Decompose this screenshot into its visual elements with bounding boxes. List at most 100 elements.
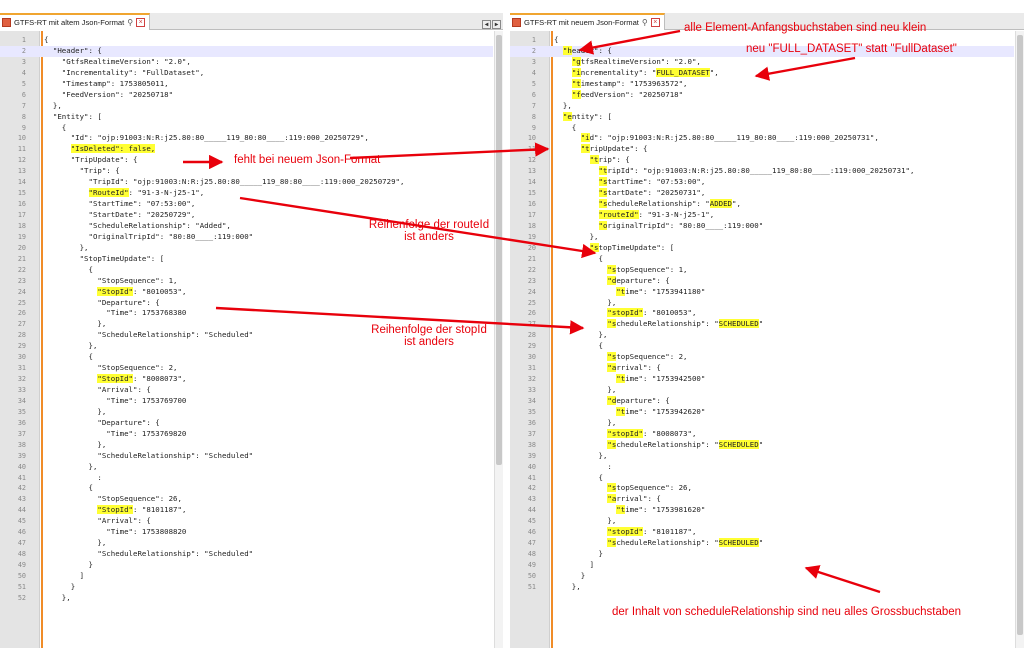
code-line[interactable]: 21 "StopTimeUpdate": [ xyxy=(0,254,493,265)
code-line[interactable]: 27 "scheduleRelationship": "SCHEDULED" xyxy=(510,319,1014,330)
code-line[interactable]: 49 } xyxy=(0,560,493,571)
code-line[interactable]: 33 }, xyxy=(510,385,1014,396)
code-line[interactable]: 23 "StopSequence": 1, xyxy=(0,276,493,287)
code-line[interactable]: 11 "IsDeleted": false, xyxy=(0,144,493,155)
code-line[interactable]: 17 "StartDate": "20250729", xyxy=(0,210,493,221)
code-line[interactable]: 40 }, xyxy=(0,462,493,473)
code-line[interactable]: 42 { xyxy=(0,483,493,494)
tab-left[interactable]: GTFS-RT mit altem Json-Format ⚲ × xyxy=(0,13,151,30)
code-line[interactable]: 5 "Timestamp": 1753805011, xyxy=(0,79,493,90)
code-line[interactable]: 18 "ScheduleRelationship": "Added", xyxy=(0,221,493,232)
scroll-right-arrow-icon[interactable]: ▶ xyxy=(492,20,501,29)
code-line[interactable]: 42 "stopSequence": 26, xyxy=(510,483,1014,494)
code-line[interactable]: 40 : xyxy=(510,462,1014,473)
code-line[interactable]: 51 } xyxy=(0,582,493,593)
code-area-left[interactable]: 1{2 "Header": {3 "GtfsRealtimeVersion": … xyxy=(0,35,493,604)
code-line[interactable]: 32 "time": "1753942500" xyxy=(510,374,1014,385)
code-line[interactable]: 10 "id": "ojp:91003:N:R:j25.80:80_____11… xyxy=(510,133,1014,144)
code-line[interactable]: 30 { xyxy=(0,352,493,363)
code-line[interactable]: 46 "Time": 1753808820 xyxy=(0,527,493,538)
code-line[interactable]: 8 "Entity": [ xyxy=(0,112,493,123)
code-line[interactable]: 9 { xyxy=(510,123,1014,134)
code-line[interactable]: 3 "gtfsRealtimeVersion": "2.0", xyxy=(510,56,1014,68)
code-line[interactable]: 45 "Arrival": { xyxy=(0,516,493,527)
code-line[interactable]: 2 "Header": { xyxy=(0,45,493,57)
code-line[interactable]: 48 } xyxy=(510,549,1014,560)
scrollbar-thumb[interactable] xyxy=(496,35,502,465)
code-line[interactable]: 11 "tripUpdate": { xyxy=(510,144,1014,155)
code-line[interactable]: 1{ xyxy=(0,35,493,46)
code-line[interactable]: 33 "Arrival": { xyxy=(0,385,493,396)
code-line[interactable]: 7 }, xyxy=(0,101,493,112)
code-line[interactable]: 52 }, xyxy=(0,593,493,604)
code-line[interactable]: 47 "scheduleRelationship": "SCHEDULED" xyxy=(510,538,1014,549)
code-line[interactable]: 45 }, xyxy=(510,516,1014,527)
code-line[interactable]: 9 { xyxy=(0,123,493,134)
code-line[interactable]: 32 "StopId": "8008073", xyxy=(0,374,493,385)
close-icon[interactable]: × xyxy=(650,18,660,27)
code-line[interactable]: 31 "StopSequence": 2, xyxy=(0,363,493,374)
code-line[interactable]: 51 }, xyxy=(510,582,1014,593)
code-line[interactable]: 15 "startDate": "20250731", xyxy=(510,188,1014,199)
code-line[interactable]: 4 "Incrementality": "FullDataset", xyxy=(0,68,493,79)
code-line[interactable]: 17 "routeId": "91-3-N-j25-1", xyxy=(510,210,1014,221)
code-line[interactable]: 46 "stopId": "8101187", xyxy=(510,527,1014,538)
code-line[interactable]: 38 "scheduleRelationship": "SCHEDULED" xyxy=(510,439,1014,451)
code-line[interactable]: 25 }, xyxy=(510,298,1014,309)
code-line[interactable]: 41 : xyxy=(0,473,493,484)
code-line[interactable]: 26 "Time": 1753768380 xyxy=(0,308,493,319)
code-line[interactable]: 26 "stopId": "8010053", xyxy=(510,308,1014,319)
vertical-scrollbar[interactable] xyxy=(494,31,503,648)
code-line[interactable]: 36 }, xyxy=(510,418,1014,429)
close-icon[interactable]: × xyxy=(136,18,146,27)
code-line[interactable]: 10 "Id": "ojp:91003:N:R:j25.80:80_____11… xyxy=(0,133,493,144)
code-line[interactable]: 13 "tripId": "ojp:91003:N:R:j25.80:80___… xyxy=(510,166,1014,177)
code-line[interactable]: 44 "time": "1753981620" xyxy=(510,505,1014,516)
code-line[interactable]: 35 "time": "1753942620" xyxy=(510,406,1014,418)
vertical-scrollbar[interactable] xyxy=(1015,31,1024,648)
code-line[interactable]: 43 "arrival": { xyxy=(510,494,1014,505)
code-line[interactable]: 6 "feedVersion": "20250718" xyxy=(510,89,1014,101)
code-line[interactable]: 29 { xyxy=(510,341,1014,352)
code-line[interactable]: 16 "scheduleRelationship": "ADDED", xyxy=(510,199,1014,210)
code-line[interactable]: 29 }, xyxy=(0,341,493,352)
code-line[interactable]: 1{ xyxy=(510,35,1014,46)
code-line[interactable]: 31 "arrival": { xyxy=(510,363,1014,374)
code-line[interactable]: 21 { xyxy=(510,254,1014,265)
code-line[interactable]: 37 "Time": 1753769820 xyxy=(0,429,493,440)
code-line[interactable]: 39 "ScheduleRelationship": "Scheduled" xyxy=(0,451,493,462)
scroll-left-arrow-icon[interactable]: ◀ xyxy=(482,20,491,29)
code-line[interactable]: 37 "stopId": "8008073", xyxy=(510,428,1014,440)
code-line[interactable]: 28 "ScheduleRelationship": "Scheduled" xyxy=(0,330,493,341)
code-line[interactable]: 48 "ScheduleRelationship": "Scheduled" xyxy=(0,549,493,560)
code-line[interactable]: 41 { xyxy=(510,473,1014,484)
code-line[interactable]: 20 "stopTimeUpdate": [ xyxy=(510,242,1014,254)
code-line[interactable]: 13 "Trip": { xyxy=(0,166,493,177)
code-line[interactable]: 20 }, xyxy=(0,243,493,254)
code-line[interactable]: 35 }, xyxy=(0,407,493,418)
code-line[interactable]: 14 "TripId": "ojp:91003:N:R:j25.80:80___… xyxy=(0,177,493,188)
scrollbar-thumb[interactable] xyxy=(1017,35,1023,635)
tab-right[interactable]: GTFS-RT mit neuem Json-Format ⚲ × xyxy=(510,13,665,30)
code-line[interactable]: 12 "TripUpdate": { xyxy=(0,155,493,166)
code-line[interactable]: 4 "incrementality": "FULL_DATASET", xyxy=(510,67,1014,79)
code-line[interactable]: 34 "departure": { xyxy=(510,395,1014,407)
code-line[interactable]: 39 }, xyxy=(510,451,1014,462)
code-line[interactable]: 34 "Time": 1753769700 xyxy=(0,396,493,407)
code-line[interactable]: 5 "timestamp": "1753963572", xyxy=(510,78,1014,90)
pin-icon[interactable]: ⚲ xyxy=(641,18,648,27)
code-line[interactable]: 14 "startTime": "07:53:00", xyxy=(510,177,1014,188)
code-line[interactable]: 8 "entity": [ xyxy=(510,111,1014,123)
code-line[interactable]: 12 "trip": { xyxy=(510,155,1014,166)
code-line[interactable]: 27 }, xyxy=(0,319,493,330)
code-line[interactable]: 25 "Departure": { xyxy=(0,298,493,309)
code-line[interactable]: 19 "OriginalTripId": "80:80____:119:000" xyxy=(0,232,493,243)
code-line[interactable]: 38 }, xyxy=(0,440,493,451)
code-line[interactable]: 6 "FeedVersion": "20250718" xyxy=(0,90,493,101)
code-line[interactable]: 30 "stopSequence": 2, xyxy=(510,352,1014,363)
code-line[interactable]: 7 }, xyxy=(510,101,1014,112)
code-line[interactable]: 47 }, xyxy=(0,538,493,549)
code-line[interactable]: 36 "Departure": { xyxy=(0,418,493,429)
code-line[interactable]: 16 "StartTime": "07:53:00", xyxy=(0,199,493,210)
code-line[interactable]: 18 "originalTripId": "80:80____:119:000" xyxy=(510,220,1014,232)
